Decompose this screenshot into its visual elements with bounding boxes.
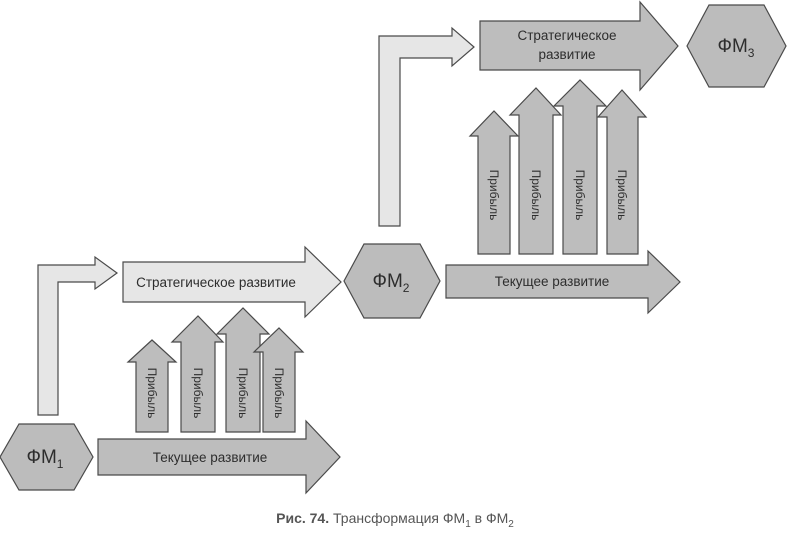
strategic-label-2-line1: Стратегическое bbox=[517, 28, 616, 43]
profit-arrow-8 bbox=[596, 89, 648, 255]
fm2-hexagon bbox=[343, 243, 441, 319]
caption-label: Рис. 74. bbox=[276, 510, 330, 526]
fm2-label: ФМ2 bbox=[373, 271, 410, 295]
profit-label-8: Прибыль bbox=[615, 170, 629, 221]
current-arrow-1 bbox=[97, 419, 341, 495]
profit-label-2: Прибыль bbox=[191, 368, 205, 419]
elbow-arrow-1 bbox=[37, 255, 119, 416]
fm1-hexagon bbox=[0, 423, 94, 491]
profit-arrow-4 bbox=[252, 327, 305, 433]
profit-arrow-1 bbox=[126, 339, 178, 433]
current-label-1: Текущее развитие bbox=[153, 450, 268, 465]
fm1-label: ФМ1 bbox=[27, 447, 64, 471]
profit-label-4: Прибыль bbox=[272, 368, 286, 419]
strategic-label-2-line2: развитие bbox=[539, 47, 596, 62]
profit-label-1: Прибыль bbox=[145, 368, 159, 419]
figure-caption: Рис. 74. Трансформация ФМ1 в ФМ2 bbox=[0, 510, 790, 530]
profit-arrow-5 bbox=[468, 110, 520, 255]
profit-label-6: Прибыль bbox=[529, 170, 543, 221]
profit-arrow-6 bbox=[508, 87, 563, 255]
profit-arrow-3 bbox=[215, 307, 271, 433]
caption-sub-2: 2 bbox=[508, 518, 514, 530]
profit-arrow-2 bbox=[170, 315, 225, 433]
caption-sub-1: 1 bbox=[465, 518, 471, 530]
strategic-label-1: Стратегическое развитие bbox=[136, 275, 296, 290]
profit-label-7: Прибыль bbox=[573, 170, 587, 221]
strategic-arrow-2 bbox=[479, 0, 679, 92]
profit-label-3: Прибыль bbox=[236, 368, 250, 419]
current-arrow-2 bbox=[445, 249, 681, 315]
caption-mid: в ФМ bbox=[470, 510, 509, 526]
elbow-arrow-2 bbox=[378, 26, 475, 227]
profit-arrow-7 bbox=[552, 79, 608, 255]
profit-label-5: Прибыль bbox=[487, 170, 501, 221]
fm3-label: ФМ3 bbox=[718, 36, 755, 60]
strategic-arrow-1 bbox=[122, 245, 342, 319]
caption-text: Трансформация ФМ bbox=[329, 510, 466, 526]
fm3-hexagon bbox=[686, 4, 787, 88]
current-label-2: Текущее развитие bbox=[495, 274, 610, 289]
